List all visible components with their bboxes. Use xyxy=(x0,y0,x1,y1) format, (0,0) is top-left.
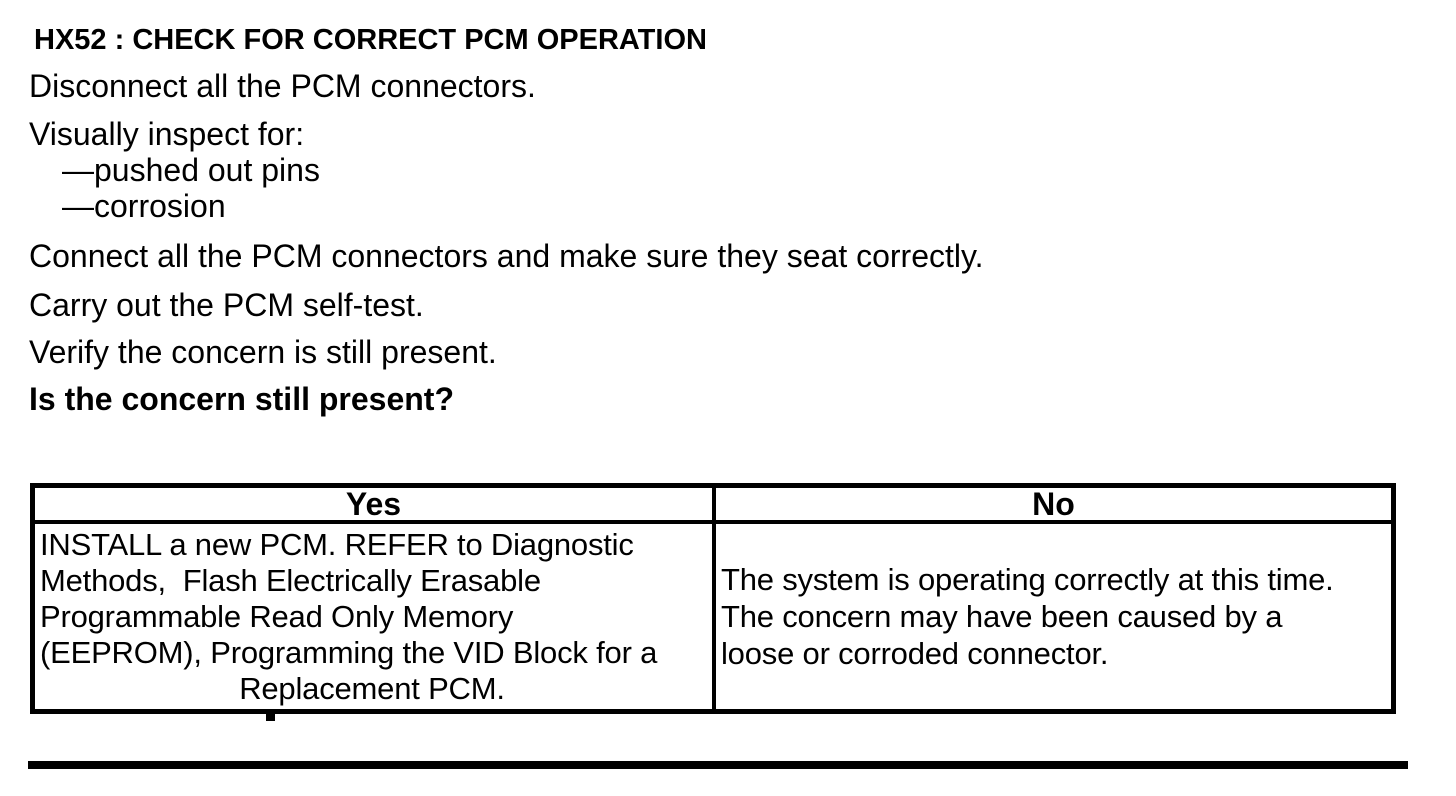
no-action-cell: The system is operating correctly at thi… xyxy=(716,524,1391,709)
yes-action-text-line: Replacement PCM. xyxy=(239,671,505,706)
yes-action-text-line: INSTALL a new PCM. REFER to Diagnostic xyxy=(40,527,634,562)
decision-table: Yes INSTALL a new PCM. REFER to Diagnost… xyxy=(30,483,1396,714)
clipped-text-artifact xyxy=(266,714,275,721)
instruction-line: Visually inspect for: xyxy=(29,116,305,152)
inspection-sub-item: —corrosion xyxy=(62,188,226,224)
instruction-line: Carry out the PCM self-test. xyxy=(29,287,424,323)
instruction-line: Connect all the PCM connectors and make … xyxy=(29,238,984,274)
no-column-header: No xyxy=(716,488,1391,524)
yes-column: Yes INSTALL a new PCM. REFER to Diagnost… xyxy=(35,488,716,709)
pinpoint-test-heading: HX52 : CHECK FOR CORRECT PCM OPERATION xyxy=(34,24,707,56)
inspection-sub-item: —pushed out pins xyxy=(62,152,320,188)
page-divider-rule xyxy=(28,761,1408,769)
no-column: No The system is operating correctly at … xyxy=(716,488,1391,709)
yes-action-text-line: Methods, Flash Electrically Erasable xyxy=(40,563,541,598)
instruction-line: Verify the concern is still present. xyxy=(29,334,497,370)
yes-action-cell: INSTALL a new PCM. REFER to Diagnostic M… xyxy=(35,524,712,709)
instruction-line: Disconnect all the PCM connectors. xyxy=(29,68,536,104)
no-action-text-line: The concern may have been caused by a xyxy=(721,599,1283,634)
decision-question: Is the concern still present? xyxy=(29,381,454,417)
no-action-text-line: The system is operating correctly at thi… xyxy=(721,562,1334,597)
yes-action-text-line: (EEPROM), Programming the VID Block for … xyxy=(40,635,658,670)
no-action-text-line: loose or corroded connector. xyxy=(721,636,1109,671)
yes-column-header: Yes xyxy=(35,488,712,524)
yes-action-text-line: Programmable Read Only Memory xyxy=(40,599,514,634)
